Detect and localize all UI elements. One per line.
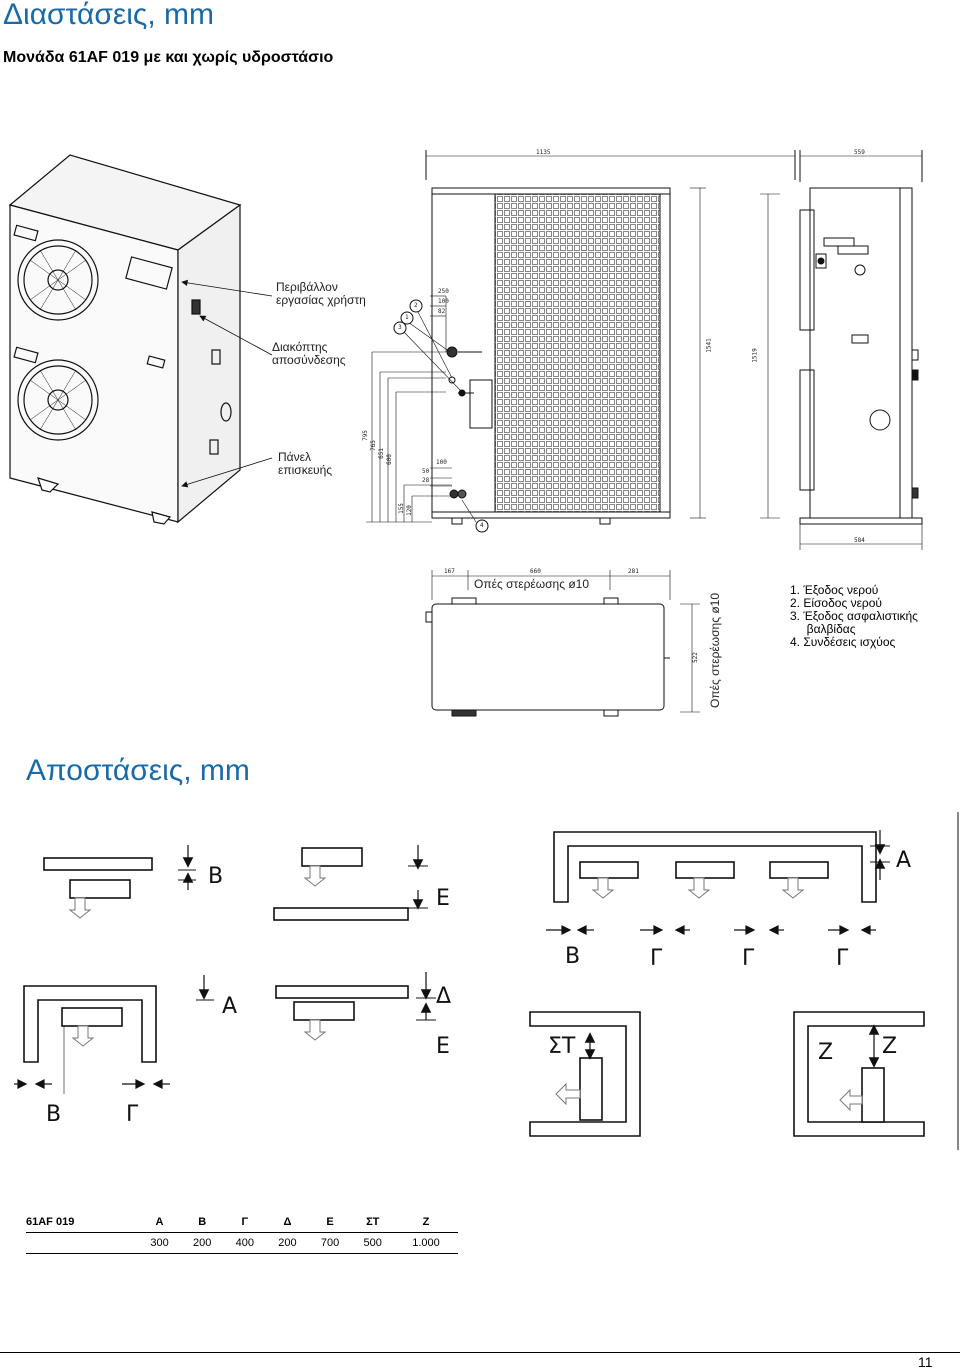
letter-g-2: Γ (742, 946, 755, 971)
table-header-cell: E (308, 1212, 352, 1233)
legend-item: 4. Συνδέσεις ισχύος (790, 635, 896, 649)
wall-e (273, 907, 409, 921)
dim-width: 1135 (536, 149, 551, 156)
dim-50: 50 (422, 468, 430, 475)
table-cell: 700 (308, 1232, 352, 1254)
page-number: 11 (918, 1354, 933, 1370)
table-row: 300 200 400 200 700 500 1.000 (26, 1232, 458, 1254)
table-cell (26, 1232, 139, 1254)
legend-item: 2. Είσοδος νερού (790, 596, 882, 610)
table-cell: 500 (351, 1232, 395, 1254)
table-cell: 300 (138, 1232, 181, 1254)
callout-1: 1 (405, 314, 409, 321)
wall-d-top (275, 985, 409, 999)
dim-660: 660 (530, 568, 541, 575)
table-cell: 200 (266, 1232, 309, 1254)
letter-b-3: B (46, 1102, 62, 1127)
enclosure-a (23, 985, 157, 1063)
front-view-drawing (366, 150, 796, 533)
side-view-drawing (760, 150, 923, 550)
legend-item: βαλβίδας (790, 622, 856, 636)
callout-4: 4 (480, 522, 484, 529)
holes-label: Οπές στερέωσης ø10 (474, 577, 589, 591)
table-cell: 1.000 (394, 1232, 458, 1254)
dim-522: 522 (691, 652, 699, 663)
dim-side-bottom: 584 (854, 537, 865, 544)
table-header-cell: A (138, 1212, 181, 1233)
letter-g-1: Γ (650, 946, 663, 971)
dim-765: 765 (369, 440, 377, 451)
dim-height: 1541 (705, 338, 713, 353)
dim-28: 28 (422, 477, 430, 484)
connections-legend: 1. Έξοδος νερού 2. Είσοδος νερού 3. Έξοδ… (790, 584, 918, 649)
legend-item: 3. Έξοδος ασφαλιστικής (790, 609, 918, 623)
isometric-unit-drawing (8, 154, 242, 525)
letter-e-1: E (436, 886, 450, 911)
table-header-cell: Δ (266, 1212, 309, 1233)
table-header-cell: Γ (223, 1212, 267, 1233)
wall-b (43, 857, 153, 871)
clearance-table: 61AF 019 A B Γ Δ E ΣΤ Z 300 200 400 200 … (26, 1212, 458, 1254)
letter-z-2: Z (882, 1034, 898, 1059)
table-header-cell: Z (394, 1212, 458, 1233)
letter-b-1: B (208, 864, 224, 889)
dim-side-top: 559 (854, 149, 865, 156)
table-header-cell: 61AF 019 (26, 1212, 139, 1233)
table-header-cell: ΣΤ (351, 1212, 395, 1233)
dim-100a: 100 (438, 298, 449, 305)
clearance-diagrams (14, 812, 959, 1150)
iso-pointer-lines (181, 279, 273, 488)
table-header-cell: B (180, 1212, 224, 1233)
dim-82: 82 (438, 308, 446, 315)
table-cell: 200 (180, 1232, 224, 1254)
dim-120: 120 (405, 505, 413, 516)
clearances-title: Αποστάσεις, mm (26, 754, 250, 787)
callout-2: 2 (414, 302, 418, 309)
top-view-drawing (425, 570, 700, 717)
letter-a-1: A (896, 848, 912, 873)
unit-e (301, 847, 363, 867)
page-title: Διαστάσεις, mm (3, 0, 214, 31)
letter-z-1: Z (818, 1040, 834, 1065)
letter-st: ΣΤ (548, 1034, 576, 1059)
enclosure-st (529, 1011, 641, 1137)
dim-250: 250 (438, 288, 449, 295)
dim-side-height: 1519 (751, 348, 759, 363)
dim-155: 155 (397, 503, 405, 514)
table-header-row: 61AF 019 A B Γ Δ E ΣΤ Z (26, 1212, 458, 1233)
holes-label-vertical: Οπές στερέωσης ø10 (708, 593, 722, 708)
enclosure-top-right (553, 831, 877, 903)
dim-281: 281 (628, 568, 639, 575)
letter-g-3: Γ (836, 946, 849, 971)
enclosure-z (793, 1011, 925, 1137)
dim-795: 795 (361, 430, 369, 441)
letter-e-2: E (436, 1034, 450, 1059)
dim-651: 651 (377, 448, 385, 459)
dim-600: 600 (385, 454, 393, 465)
letter-a-2: A (222, 994, 238, 1019)
table-cell: 400 (223, 1232, 267, 1254)
callout-3: 3 (398, 324, 402, 331)
letter-b-2: B (565, 944, 581, 969)
letter-d: Δ (436, 984, 452, 1009)
dim-100b: 100 (436, 459, 447, 466)
legend-item: 1. Έξοδος νερού (790, 583, 879, 597)
page-subtitle: Μονάδα 61AF 019 με και χωρίς υδροστάσιο (3, 49, 334, 66)
letter-g-4: Γ (126, 1102, 139, 1127)
page-divider (0, 1352, 960, 1353)
unit-b (69, 879, 131, 899)
dim-167: 167 (444, 568, 455, 575)
